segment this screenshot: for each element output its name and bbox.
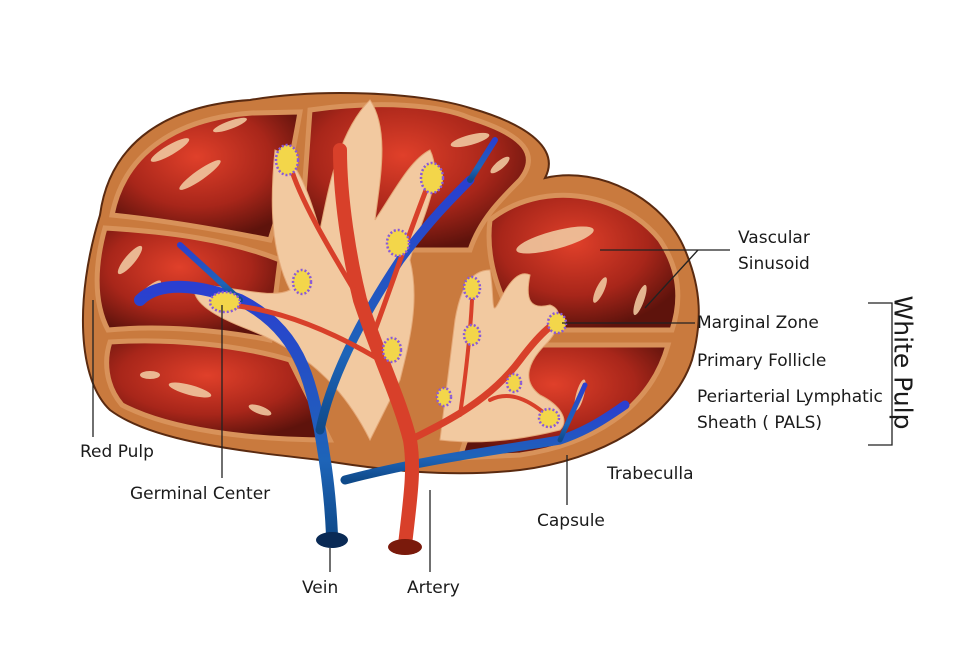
label-trabeculla: Trabeculla [607, 464, 694, 484]
label-vein: Vein [302, 578, 339, 598]
label-vascular-sinusoid-2: Sinusoid [738, 254, 810, 274]
label-capsule: Capsule [537, 511, 605, 531]
label-white-pulp: White Pulp [888, 295, 918, 430]
artery-opening [388, 539, 422, 555]
label-pals: Periarterial Lymphatic [697, 387, 883, 407]
follicles [208, 143, 568, 429]
label-red-pulp: Red Pulp [80, 442, 154, 462]
artery [227, 143, 559, 552]
leader-lines [92, 249, 893, 572]
label-pals-2: Sheath ( PALS) [697, 413, 823, 433]
label-marginal-zone: Marginal Zone [697, 313, 819, 333]
vein-opening [316, 532, 348, 548]
label-artery: Artery [407, 578, 460, 598]
label-vascular-sinusoid: Vascular [738, 228, 810, 248]
label-primary-follicle: Primary Follicle [697, 351, 827, 371]
label-germinal-center: Germinal Center [130, 484, 271, 504]
